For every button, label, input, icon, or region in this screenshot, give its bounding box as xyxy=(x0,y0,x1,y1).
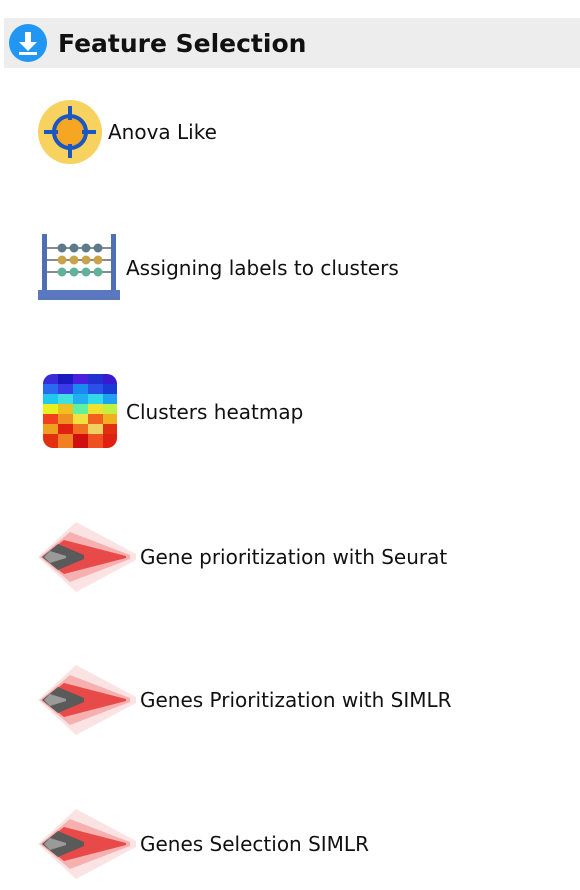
section-title: Feature Selection xyxy=(58,28,307,58)
section-header-feature-selection[interactable]: Feature Selection xyxy=(4,18,580,68)
crosshair-target-icon xyxy=(36,98,104,166)
ma-plot-icon xyxy=(36,661,136,739)
tool-item-anova-like[interactable]: Anova Like xyxy=(36,98,217,166)
tool-item-genes-selection-simlr[interactable]: Genes Selection SIMLR xyxy=(36,805,369,883)
ma-plot-icon xyxy=(36,805,136,883)
download-arrow-icon xyxy=(6,21,50,65)
tool-item-label: Genes Selection SIMLR xyxy=(140,832,369,856)
ma-plot-icon xyxy=(36,518,136,596)
tool-item-gene-prioritization-seurat[interactable]: Gene prioritization with Seurat xyxy=(36,518,447,596)
tool-item-label: Assigning labels to clusters xyxy=(126,256,399,280)
tool-item-label: Clusters heatmap xyxy=(126,400,304,424)
tool-item-genes-prioritization-simlr[interactable]: Genes Prioritization with SIMLR xyxy=(36,661,452,739)
tool-item-label: Genes Prioritization with SIMLR xyxy=(140,688,452,712)
tool-item-clusters-heatmap[interactable]: Clusters heatmap xyxy=(36,372,303,452)
tool-item-label: Anova Like xyxy=(108,120,217,144)
tool-item-assigning-labels-to-clusters[interactable]: Assigning labels to clusters xyxy=(36,230,399,306)
heatmap-icon xyxy=(36,372,122,452)
tool-item-label: Gene prioritization with Seurat xyxy=(140,545,448,569)
abacus-icon xyxy=(36,230,122,306)
